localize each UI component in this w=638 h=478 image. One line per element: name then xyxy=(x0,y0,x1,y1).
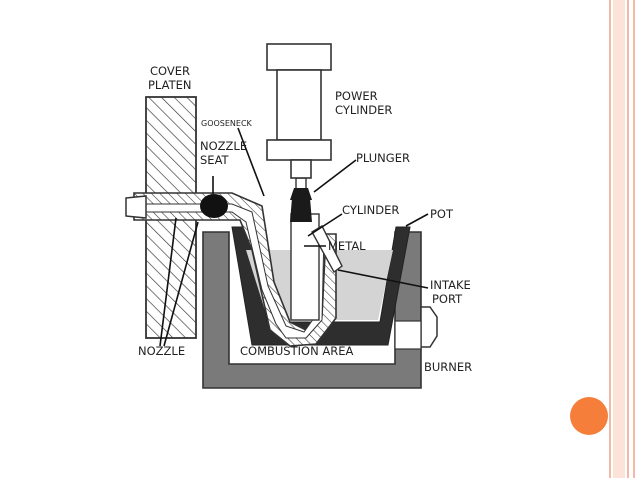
intake-port xyxy=(311,225,343,274)
slide-border-stripe-outer xyxy=(609,0,611,478)
label-pot: POT xyxy=(430,207,454,221)
pointer-intake-port xyxy=(337,269,429,289)
label-power-cylinder-line1: POWER xyxy=(335,89,378,103)
power-cylinder-top-cap xyxy=(266,43,332,71)
slide-border-stripe-inner xyxy=(627,0,629,478)
pointer-gooseneck xyxy=(237,127,265,197)
label-nozzle-seat-line1: NOZZLE xyxy=(200,139,247,153)
nozzle-tip xyxy=(125,195,147,219)
label-combustion-area: COMBUSTION AREA xyxy=(240,344,353,358)
label-cover-platen-line1: COVER xyxy=(150,64,190,78)
plunger-head xyxy=(290,188,312,200)
power-cylinder-bottom-cap xyxy=(266,139,332,161)
pointer-cylinder xyxy=(307,213,343,237)
label-intake-port-line2: PORT xyxy=(432,292,463,306)
nozzle-seat xyxy=(200,194,228,218)
slide-border-stripe-edge xyxy=(633,0,635,478)
label-metal: METAL xyxy=(328,239,366,253)
label-power-cylinder-line2: CYLINDER xyxy=(335,103,392,117)
hot-chamber-die-casting-diagram: COVER PLATEN GOOSENECK NOZZLE SEAT POWER… xyxy=(125,43,472,389)
pointer-nozzle-1 xyxy=(159,217,177,347)
label-plunger: PLUNGER xyxy=(356,151,410,165)
label-burner: BURNER xyxy=(424,360,472,374)
label-cylinder: CYLINDER xyxy=(342,203,399,217)
pointer-nozzle-2 xyxy=(163,221,199,347)
burner xyxy=(420,306,438,348)
label-cover-platen-line2: PLATEN xyxy=(148,78,191,92)
power-cylinder-neck xyxy=(290,159,312,179)
burner-port xyxy=(394,320,422,350)
label-gooseneck: GOOSENECK xyxy=(201,119,253,128)
label-intake-port-line1: INTAKE xyxy=(430,278,471,292)
decorative-orange-circle xyxy=(570,397,608,435)
pointer-pot xyxy=(405,213,429,227)
label-nozzle: NOZZLE xyxy=(138,344,185,358)
label-nozzle-seat-line2: SEAT xyxy=(200,153,230,167)
metal-channel xyxy=(139,203,325,339)
plunger-tip xyxy=(290,198,312,222)
slide-border-stripe-band xyxy=(613,0,625,478)
pointer-plunger xyxy=(313,159,357,193)
power-cylinder-body xyxy=(276,69,322,141)
